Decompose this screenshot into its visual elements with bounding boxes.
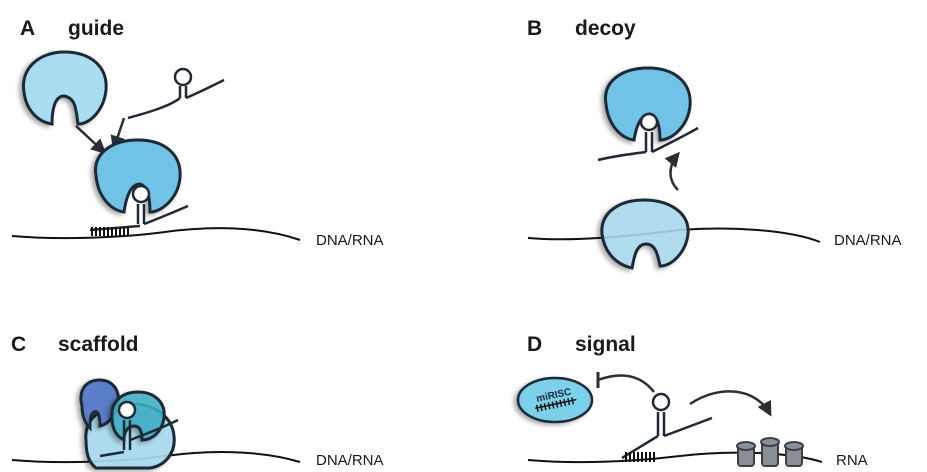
panel-a-free-protein (23, 52, 106, 124)
panel-b-graphic (528, 68, 820, 268)
panel-a-free-lncrna (128, 69, 224, 118)
panel-d-graphic: miRISC (518, 372, 822, 466)
panel-d-inhibition-line (598, 376, 654, 392)
panel-d-ribosomes (737, 438, 803, 466)
panel-d-lncrna (622, 394, 712, 462)
panel-c-graphic (12, 380, 300, 468)
panel-a-graphic (12, 52, 300, 240)
panel-a-strand (12, 228, 300, 240)
panel-b-arrow (671, 154, 679, 190)
panel-b-strand-protein (602, 200, 688, 268)
panel-a-arrow-left (76, 126, 104, 152)
panel-d-activation-arrow (690, 391, 770, 414)
